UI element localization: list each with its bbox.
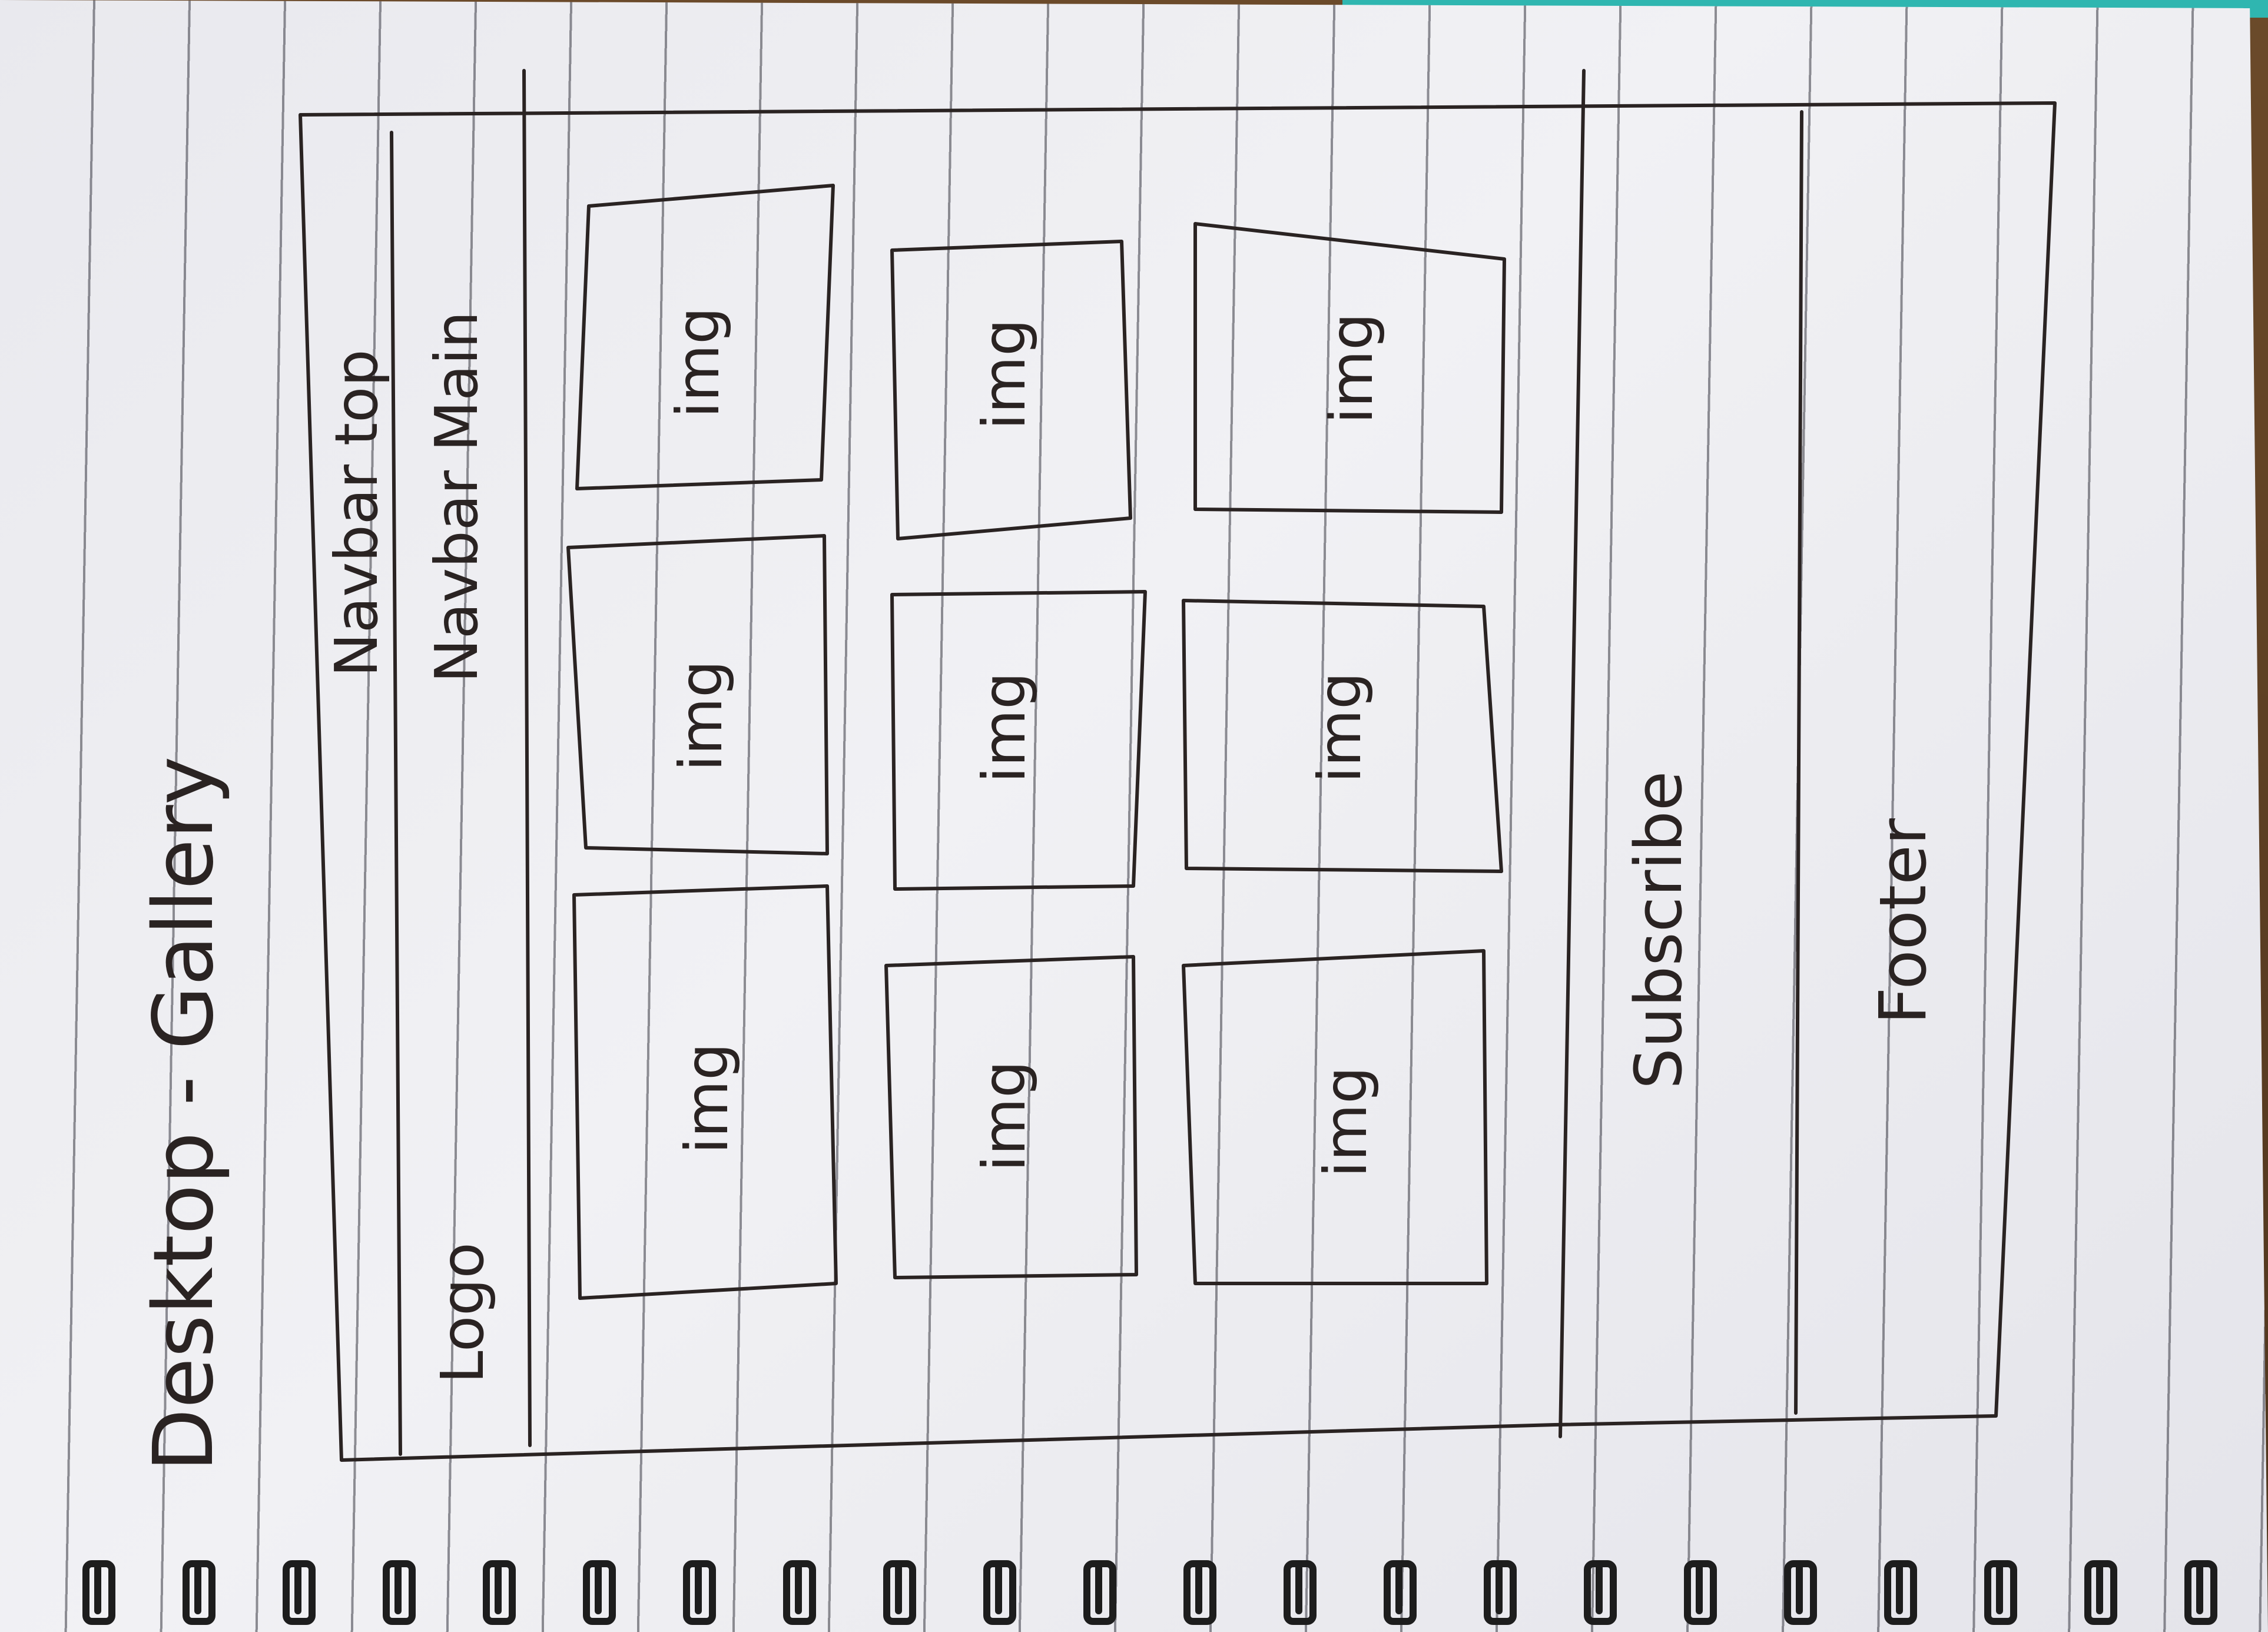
footer-label: Footer xyxy=(1865,818,1941,1024)
gallery-image-box xyxy=(1193,222,1506,514)
gallery-image-box xyxy=(890,240,1132,540)
logo-label: Logo xyxy=(428,1242,497,1384)
gallery-image-box xyxy=(884,955,1138,1279)
gallery-image-box xyxy=(566,534,829,855)
gallery-image-label: img xyxy=(664,307,732,418)
wireframe-outer-frame xyxy=(299,101,2057,1462)
gallery-image-box xyxy=(575,184,835,490)
gallery-image-box xyxy=(1182,599,1503,873)
gallery-image-label: img xyxy=(672,1043,741,1154)
gallery-image-label: img xyxy=(667,660,735,771)
gallery-image-label: img xyxy=(970,672,1039,783)
subscribe-right-border xyxy=(1794,110,1803,1415)
navbar-main-label: Navbar Main xyxy=(422,311,491,683)
gallery-image-box xyxy=(890,590,1147,891)
gallery-image-box xyxy=(1182,949,1488,1285)
gallery-grid xyxy=(566,184,1506,1300)
header-divider-2 xyxy=(522,69,532,1447)
subscribe-label: Subscribe xyxy=(1621,771,1696,1089)
gallery-image-label: img xyxy=(1317,313,1386,424)
header-divider-1 xyxy=(390,131,402,1456)
navbar-top-label: Navbar top xyxy=(322,349,391,677)
gallery-image-label: img xyxy=(1311,1066,1380,1177)
subscribe-left-border xyxy=(1559,69,1586,1438)
spiral-binding xyxy=(71,1554,2249,1632)
gallery-image-label: img xyxy=(970,319,1039,430)
page-title: Desktop - Gallery xyxy=(136,757,232,1472)
gallery-image-box xyxy=(572,884,838,1300)
gallery-image-label: img xyxy=(970,1060,1039,1172)
gallery-image-label: img xyxy=(1305,672,1374,783)
